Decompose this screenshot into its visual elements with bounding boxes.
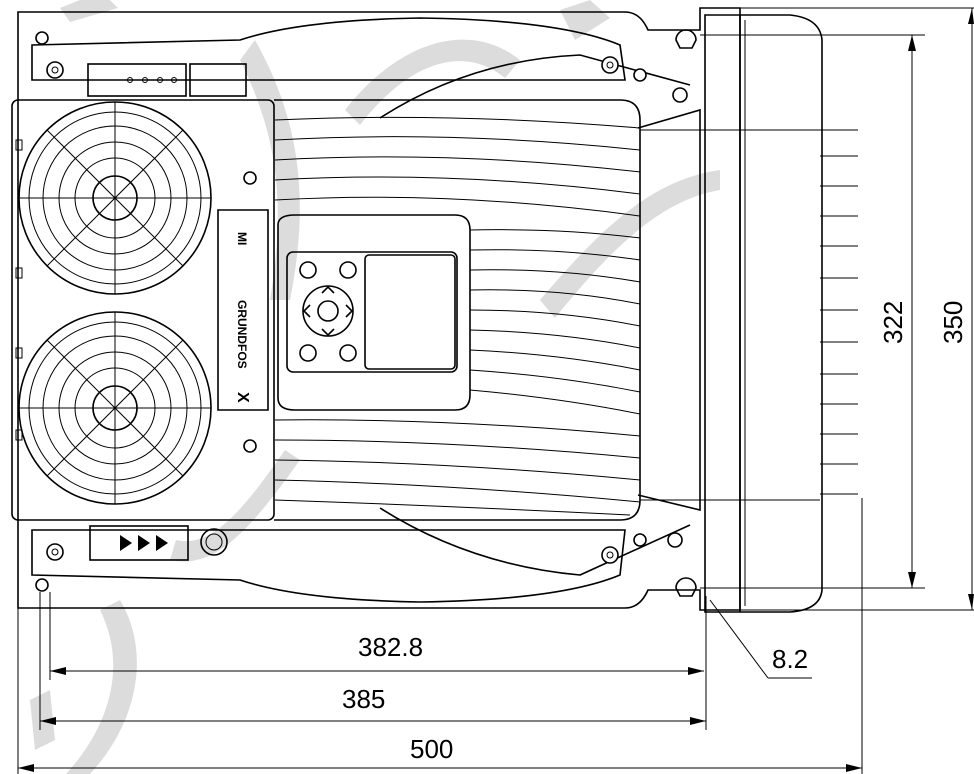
left-arrow-icon xyxy=(302,304,311,318)
run-key-icon xyxy=(339,344,357,362)
dim-382-8: 382.8 xyxy=(50,632,704,675)
dimensions: 382.8 385 500 8.2 322 xyxy=(17,7,974,774)
dim-350: 350 xyxy=(938,8,974,610)
dim-322: 322 xyxy=(878,35,916,588)
right-arrow-icon xyxy=(345,304,354,318)
dim-500: 500 xyxy=(18,734,862,772)
dim-label-382-8: 382.8 xyxy=(358,632,423,662)
down-arrow-icon xyxy=(321,328,335,337)
back-key-icon xyxy=(299,344,317,362)
up-arrow-icon xyxy=(321,285,335,294)
dim-label-385: 385 xyxy=(342,684,385,714)
display-screen xyxy=(364,254,456,370)
cooling-fans xyxy=(15,101,212,505)
dim-label-322: 322 xyxy=(878,301,908,344)
keyhole-slots xyxy=(675,29,697,597)
fan-bottom xyxy=(18,311,212,505)
model-label: MI xyxy=(235,232,249,245)
dim-label-500: 500 xyxy=(410,734,453,764)
brand-strip: MI GRUNDFOS X xyxy=(217,209,269,411)
body-fins xyxy=(274,116,820,516)
bottom-terminal-strip xyxy=(89,525,228,561)
top-terminal-strip xyxy=(87,63,247,97)
keypad xyxy=(299,261,357,362)
brand-name: GRUNDFOS xyxy=(235,300,249,369)
brand-mark: X xyxy=(234,392,251,403)
drive-housing xyxy=(11,7,858,613)
dim-8-2: 8.2 xyxy=(709,599,812,679)
screws xyxy=(35,31,688,592)
dim-label-350: 350 xyxy=(938,301,968,344)
heatsink-fins xyxy=(820,129,858,495)
control-panel xyxy=(277,214,471,411)
watermark xyxy=(30,0,720,774)
dim-label-8-2: 8.2 xyxy=(772,644,808,674)
ok-key-icon xyxy=(317,300,339,322)
home-key-icon xyxy=(339,261,357,279)
dim-385: 385 xyxy=(40,684,706,725)
menu-key-icon xyxy=(299,261,317,279)
fan-top xyxy=(18,101,212,295)
